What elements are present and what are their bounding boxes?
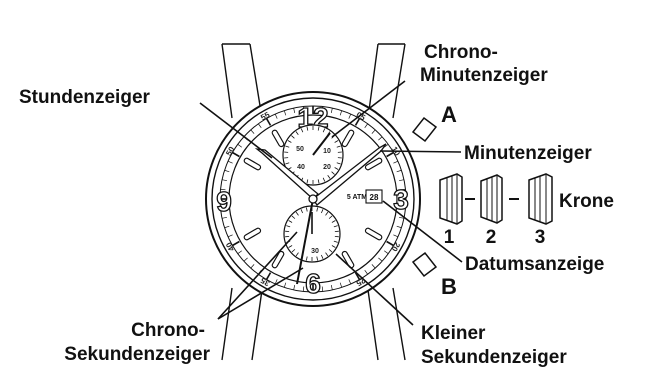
label-date-display: Datumsanzeige	[465, 254, 604, 275]
label-crown-position-2: 2	[486, 227, 497, 248]
crown-position-3[interactable]	[529, 174, 552, 224]
label-chrono-second-hand-line1: Chrono-	[131, 320, 205, 341]
crown-position-1[interactable]	[440, 174, 462, 224]
label-button-b: B	[441, 274, 457, 299]
label-crown: Krone	[559, 191, 614, 212]
subdial-number-40: 40	[297, 164, 305, 171]
label-small-second-hand-line2: Sekundenzeiger	[421, 347, 567, 368]
label-chrono-minute-hand-line1: Chrono-	[424, 42, 498, 63]
subdial-number-20: 20	[323, 164, 331, 171]
label-small-second-hand-line1: Kleiner	[421, 323, 486, 344]
label-minute-hand: Minutenzeiger	[464, 143, 592, 164]
numeral-9: 9	[216, 186, 232, 217]
subdial-number-10: 10	[323, 148, 331, 155]
label-crown-position-1: 1	[444, 227, 455, 248]
label-chrono-second-hand-line2: Sekundenzeiger	[64, 344, 210, 365]
subdial-number-50: 50	[296, 146, 304, 153]
pusher-a[interactable]	[413, 118, 436, 141]
date-value: 28	[370, 193, 379, 202]
numeral-6: 6	[305, 268, 321, 299]
crown-position-2[interactable]	[481, 175, 502, 223]
center-pinion	[309, 195, 317, 203]
subdial-number-30: 30	[311, 248, 319, 255]
label-chrono-minute-hand-line2: Minutenzeiger	[420, 65, 548, 86]
label-button-a: A	[441, 102, 457, 127]
pusher-b[interactable]	[413, 253, 436, 276]
label-crown-position-3: 3	[535, 227, 546, 248]
label-hour-hand: Stundenzeiger	[19, 87, 151, 108]
water-resistance-mark: 5 ATM	[347, 194, 367, 201]
